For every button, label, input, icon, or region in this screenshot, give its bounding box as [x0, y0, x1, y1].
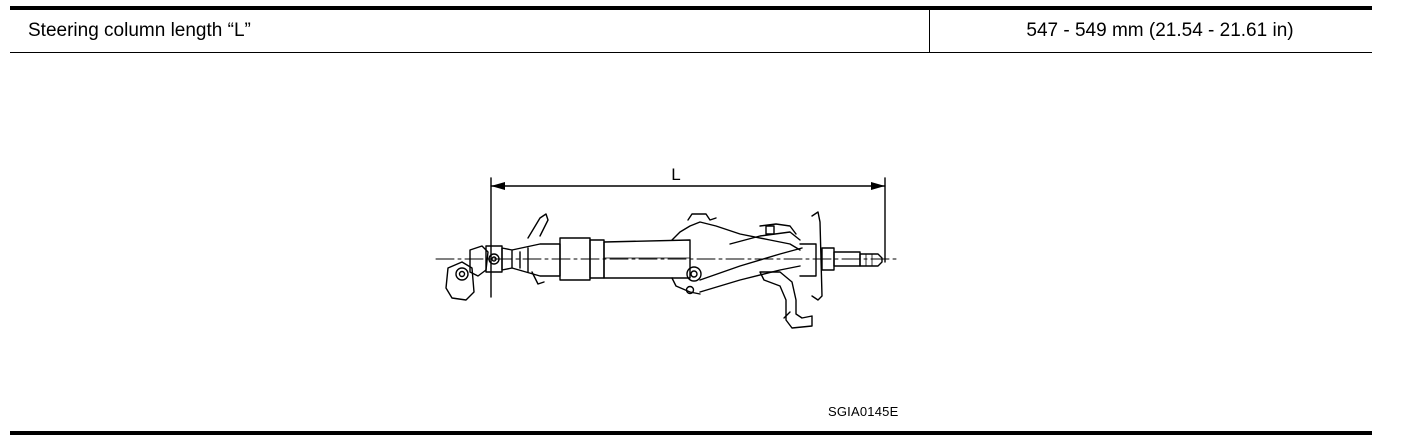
column-jacket [559, 237, 691, 281]
spec-label: Steering column length “L” [10, 10, 930, 52]
arrowhead-right [871, 182, 885, 190]
figure-id: SGIA0145E [828, 404, 899, 419]
upper-shaft [799, 211, 883, 301]
top-rule [10, 6, 1372, 10]
arrowhead-left [491, 182, 505, 190]
mounting-arm [759, 271, 813, 329]
lower-shaft [511, 213, 561, 285]
spec-table: Steering column length “L” 547 - 549 mm … [10, 10, 1372, 53]
dimension-label: L [671, 165, 680, 184]
spec-value: 547 - 549 mm (21.54 - 21.61 in) [1026, 20, 1294, 41]
tilt-bracket [671, 213, 803, 295]
bottom-rule [10, 431, 1372, 435]
universal-joint [445, 245, 513, 301]
